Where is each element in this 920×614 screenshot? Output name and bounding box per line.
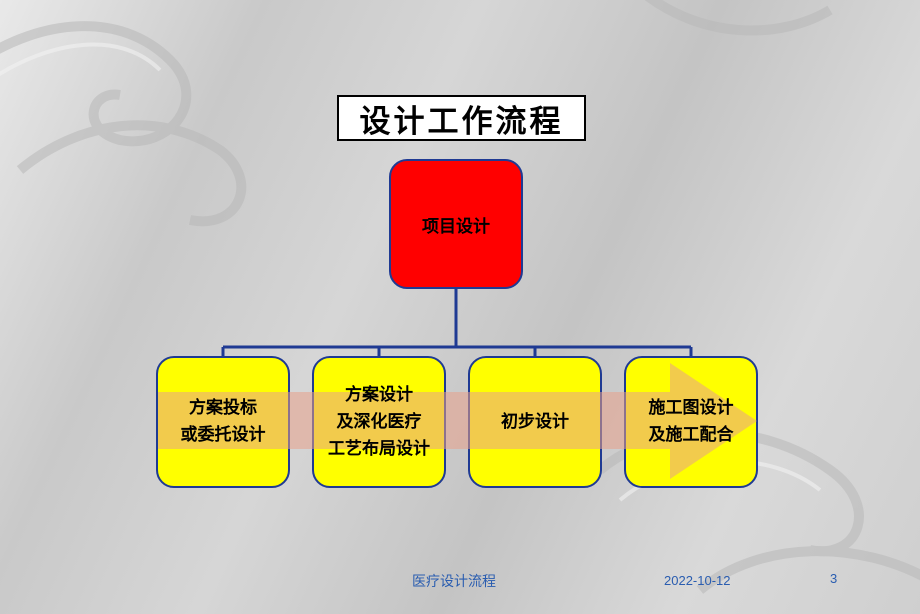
child-node-label: 初步设计	[501, 411, 569, 432]
child-node-label: 方案投标 或委托设计	[180, 398, 266, 445]
root-node-label: 项目设计	[422, 216, 490, 237]
child-node-3: 初步设计	[468, 356, 602, 488]
child-node-4: 施工图设计 及施工配合	[624, 356, 758, 488]
footer-date: 2022-10-12	[664, 573, 731, 588]
page-number: 3	[830, 571, 838, 586]
child-node-label: 方案设计 及深化医疗 工艺布局设计	[328, 384, 430, 459]
child-node-2: 方案设计 及深化医疗 工艺布局设计	[312, 356, 446, 488]
child-node-label: 施工图设计 及施工配合	[648, 398, 734, 445]
footer-title: 医疗设计流程	[412, 574, 496, 590]
slide-title: 设计工作流程	[337, 95, 586, 141]
child-node-1: 方案投标 或委托设计	[156, 356, 290, 488]
root-node: 项目设计	[389, 159, 523, 289]
